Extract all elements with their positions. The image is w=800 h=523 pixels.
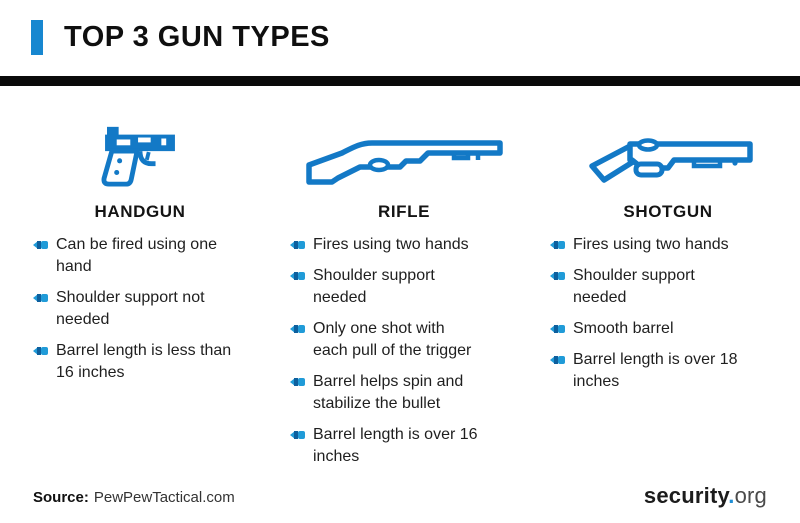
bullet-icon — [550, 356, 565, 364]
bullet-icon — [290, 378, 305, 386]
list-item: Can be fired using one hand — [33, 234, 247, 278]
list-item: Barrel length is over 16 inches — [290, 424, 518, 468]
column-handgun: HANDGUN Can be fired using one hand Shou… — [33, 112, 247, 393]
shotgun-icon — [589, 138, 753, 183]
list-item: Shoulder support needed — [290, 265, 518, 309]
bullet-text: Fires using two hands — [313, 236, 469, 253]
bullet-icon — [33, 347, 48, 355]
footer: Source:PewPewTactical.com security.org — [33, 483, 767, 509]
brand-logo: security.org — [644, 483, 767, 509]
bullet-icon — [290, 325, 305, 333]
bullet-text: Smooth barrel — [573, 320, 674, 337]
title-accent-bar — [31, 20, 43, 55]
list-item: Barrel helps spin and stabilize the bull… — [290, 371, 518, 415]
list-item: Only one shot with each pull of the trig… — [290, 318, 518, 362]
handgun-bullet-list: Can be fired using one hand Shoulder sup… — [33, 234, 247, 393]
rifle-bullet-list: Fires using two hands Shoulder support n… — [290, 234, 518, 477]
bullet-text: Barrel length is over 18 inches — [573, 351, 738, 390]
handgun-icon — [101, 126, 175, 187]
column-title-handgun: HANDGUN — [94, 202, 186, 221]
bullet-icon — [33, 241, 48, 249]
list-item: Barrel length is over 18 inches — [550, 349, 786, 393]
bullet-icon — [550, 325, 565, 333]
bullet-text: Shoulder support not needed — [56, 289, 205, 328]
bullet-icon — [290, 241, 305, 249]
bullet-text: Barrel length is over 16 inches — [313, 426, 478, 465]
handgun-icon-wrap — [33, 112, 247, 188]
list-item: Shoulder support not needed — [33, 287, 247, 331]
bullet-text: Shoulder support needed — [313, 267, 435, 306]
bullet-icon — [550, 241, 565, 249]
source-line: Source:PewPewTactical.com — [33, 489, 235, 509]
shotgun-icon-wrap — [550, 112, 786, 188]
column-title-rifle: RIFLE — [377, 202, 431, 221]
bullet-text: Can be fired using one hand — [56, 236, 217, 275]
list-item: Smooth barrel — [550, 318, 786, 340]
list-item: Shoulder support needed — [550, 265, 786, 309]
shotgun-bullet-list: Fires using two hands Shoulder support n… — [550, 234, 786, 402]
brand-dot: . — [728, 483, 735, 508]
list-item: Fires using two hands — [550, 234, 786, 256]
source-label: Source: — [33, 489, 89, 506]
rifle-icon — [306, 140, 503, 185]
bullet-text: Shoulder support needed — [573, 267, 695, 306]
list-item: Fires using two hands — [290, 234, 518, 256]
brand-tld: org — [734, 483, 767, 508]
bullet-icon — [290, 431, 305, 439]
header: TOP 3 GUN TYPES — [31, 20, 330, 55]
bullet-icon — [550, 272, 565, 280]
bullet-text: Only one shot with each pull of the trig… — [313, 320, 472, 359]
page-title: TOP 3 GUN TYPES — [64, 21, 330, 53]
bullet-icon — [33, 294, 48, 302]
column-shotgun: SHOTGUN Fires using two hands Shoulder s… — [550, 112, 786, 402]
list-item: Barrel length is less than 16 inches — [33, 340, 247, 384]
brand-name: security — [643, 483, 729, 508]
column-rifle: RIFLE Fires using two hands Shoulder sup… — [290, 112, 518, 477]
bullet-text: Barrel helps spin and stabilize the bull… — [313, 373, 464, 412]
source-value: PewPewTactical.com — [93, 489, 235, 506]
bullet-icon — [290, 272, 305, 280]
bullet-text: Barrel length is less than 16 inches — [56, 342, 232, 381]
header-divider — [0, 76, 800, 86]
bullet-text: Fires using two hands — [573, 236, 729, 253]
rifle-icon-wrap — [290, 112, 518, 188]
column-title-shotgun: SHOTGUN — [623, 202, 713, 221]
